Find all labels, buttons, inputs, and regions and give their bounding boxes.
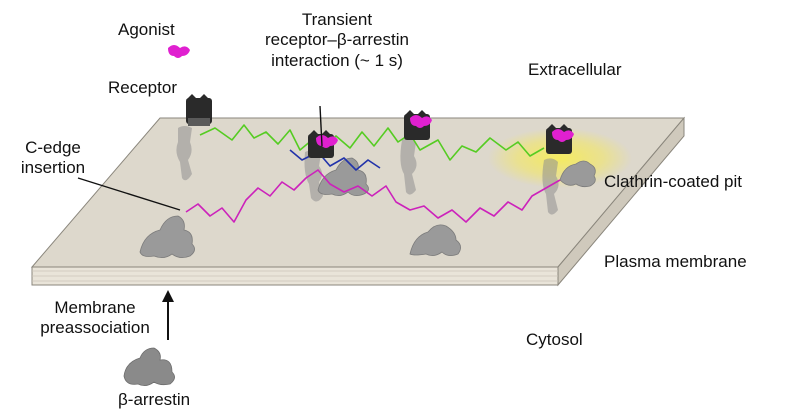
membrane-preassoc-line-2: preassociation — [40, 318, 150, 338]
transient-interaction-label: Transient receptor–β-arrestin interactio… — [252, 10, 422, 71]
transient-line-1: Transient — [301, 10, 373, 29]
clathrin-pit-glow — [488, 128, 632, 188]
receptors — [186, 94, 572, 158]
arrestin-on-membrane-shapes — [139, 157, 596, 258]
receptor-icon — [186, 94, 212, 126]
membrane-preassoc-line-1: Membrane — [54, 298, 136, 317]
beta-arrestin-label: β-arrestin — [118, 390, 191, 409]
leader-line-c-edge — [77, 177, 181, 211]
c-edge-insertion-label: C-edge insertion — [8, 138, 98, 179]
clathrin-coated-pit-label: Clathrin-coated pit — [604, 172, 742, 191]
trace-magenta — [185, 169, 561, 223]
cytosol-label: Cytosol — [526, 330, 583, 349]
trace-blue — [289, 149, 381, 171]
trajectory-traces — [185, 124, 561, 223]
arrow-up-icon — [162, 290, 174, 340]
receptor-label: Receptor — [108, 78, 177, 97]
beta-arrestin-icon — [123, 347, 175, 386]
beta-arrestin-icon — [559, 160, 596, 188]
transient-line-2: receptor–β-arrestin — [265, 30, 409, 50]
agonist-icon — [552, 129, 574, 142]
beta-arrestin-icon — [409, 224, 461, 256]
membrane-shadows — [176, 126, 559, 215]
plasma-membrane-label: Plasma membrane — [604, 252, 747, 271]
c-edge-line-2: insertion — [20, 158, 86, 178]
extracellular-label: Extracellular — [528, 60, 622, 79]
leader-line-transient — [319, 105, 323, 147]
trace-green — [199, 124, 545, 161]
c-edge-line-1: C-edge — [25, 138, 81, 157]
agonist-icon — [168, 45, 190, 58]
agonist-icon — [410, 115, 432, 128]
membrane-preassociation-label: Membrane preassociation — [30, 298, 160, 339]
membrane-side-face — [557, 116, 685, 287]
agonist-label: Agonist — [118, 20, 175, 39]
beta-arrestin-icon — [139, 215, 195, 258]
transient-line-3: interaction (~ 1 s) — [271, 50, 403, 70]
